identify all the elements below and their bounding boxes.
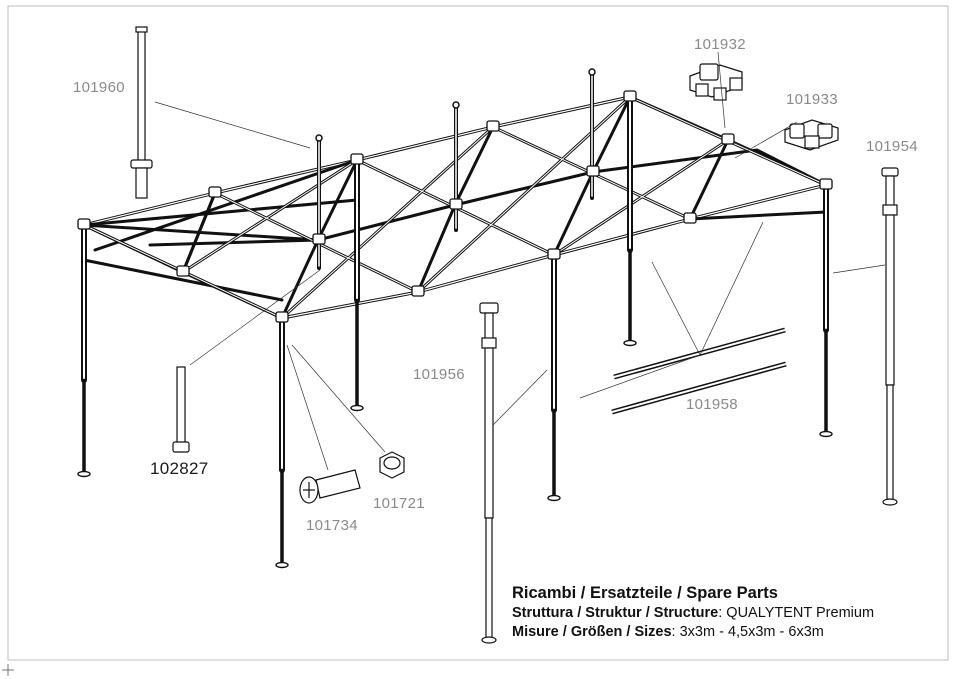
part-101956 bbox=[479, 302, 499, 644]
joints bbox=[77, 90, 833, 323]
part-101734 bbox=[299, 469, 361, 504]
caption-sizes-row: Misure / Größen / Sizes: 3x3m - 4,5x3m -… bbox=[512, 623, 874, 642]
structure-value: : QUALYTENT Premium bbox=[718, 605, 875, 621]
sizes-label: Misure / Größen / Sizes bbox=[512, 624, 672, 640]
label-102827: 102827 bbox=[150, 459, 209, 478]
label-101734: 101734 bbox=[306, 517, 358, 534]
label-101954: 101954 bbox=[866, 138, 918, 155]
label-101960: 101960 bbox=[73, 79, 125, 96]
structure-label: Struttura / Struktur / Structure bbox=[512, 605, 719, 621]
label-101932: 101932 bbox=[694, 36, 746, 53]
sizes-value: : 3x3m - 4,5x3m - 6x3m bbox=[671, 624, 824, 640]
page-border bbox=[7, 5, 949, 661]
caption-block: Ricambi / Ersatzteile / Spare Parts Stru… bbox=[512, 582, 874, 642]
tent-frame bbox=[77, 68, 833, 569]
label-101956: 101956 bbox=[413, 366, 465, 383]
part-101933 bbox=[784, 119, 839, 151]
part-101960 bbox=[130, 26, 153, 199]
label-101933: 101933 bbox=[786, 91, 838, 108]
part-101721 bbox=[379, 451, 405, 479]
leader-lines bbox=[154, 51, 886, 471]
part-101954 bbox=[881, 167, 899, 506]
label-101721: 101721 bbox=[373, 495, 425, 512]
part-101932 bbox=[689, 63, 743, 101]
caption-title: Ricambi / Ersatzteile / Spare Parts bbox=[512, 584, 778, 602]
label-101958: 101958 bbox=[686, 396, 738, 413]
legs bbox=[77, 94, 833, 569]
part-102827 bbox=[172, 366, 190, 453]
caption-structure-row: Struttura / Struktur / Structure: QUALYT… bbox=[512, 604, 874, 623]
